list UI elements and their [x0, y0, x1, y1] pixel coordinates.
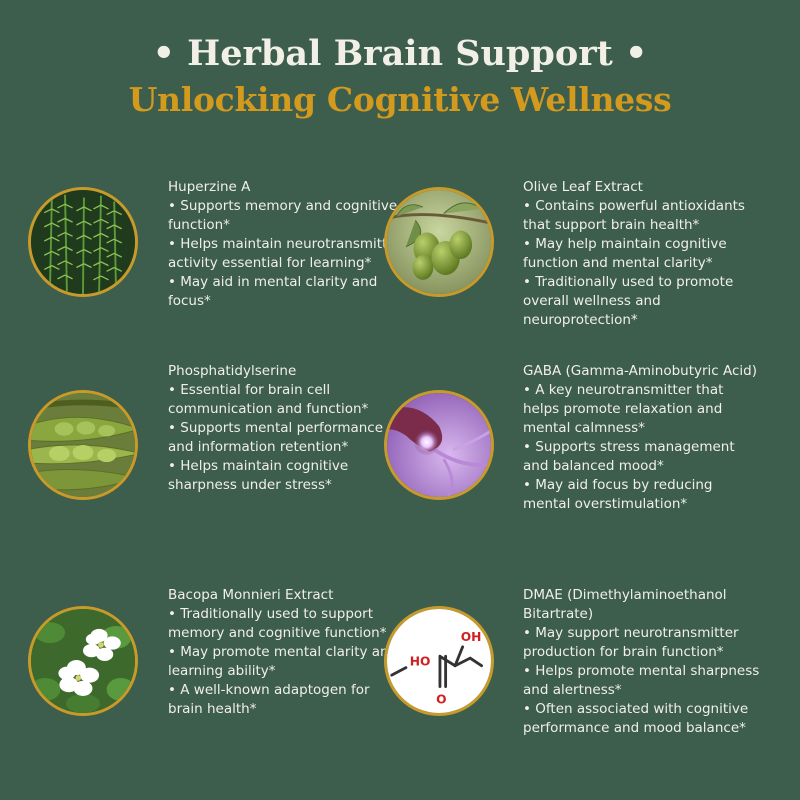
neuron-icon	[384, 390, 494, 500]
page-subtitle: Unlocking Cognitive Wellness	[128, 80, 672, 119]
ingredient-name: Phosphatidylserine	[168, 363, 297, 379]
ingredient-benefit: • Contains powerful antioxidants that su…	[523, 198, 745, 233]
ingredient-benefit: • May help maintain cognitive function a…	[523, 236, 727, 271]
ingredient-text: DMAE (Dimethylaminoethanol Bitartrate) •…	[523, 586, 763, 738]
molecule-label-o: O	[436, 693, 446, 707]
ingredient-benefit: • A key neurotransmitter that helps prom…	[523, 382, 724, 436]
ingredient-benefit: • Traditionally used to support memory a…	[168, 606, 387, 641]
bacopa-flower-icon	[28, 606, 138, 716]
ingredient-benefit: • Supports stress management and balance…	[523, 439, 735, 474]
ingredient-benefit: • Helps maintain neurotransmitter activi…	[168, 236, 402, 271]
ingredient-name: Huperzine A	[168, 179, 251, 195]
ingredient-benefit: • Helps maintain cognitive sharpness und…	[168, 458, 349, 493]
ingredient-benefit: • Supports memory and cognitive function…	[168, 198, 398, 233]
ingredient-text: Olive Leaf Extract • Contains powerful a…	[523, 178, 763, 330]
ingredient-text: Huperzine A • Supports memory and cognit…	[168, 178, 408, 311]
ingredient-benefit: • Supports mental performance and inform…	[168, 420, 384, 455]
soybean-pod-icon	[28, 390, 138, 500]
ingredient-text: Bacopa Monnieri Extract • Traditionally …	[168, 586, 408, 719]
ingredient-name: DMAE (Dimethylaminoethanol Bitartrate)	[523, 587, 727, 622]
ingredient-benefit: • Often associated with cognitive perfor…	[523, 701, 749, 736]
molecule-structure-icon: OH HO O	[384, 606, 494, 716]
olive-icon	[384, 187, 494, 297]
ingredient-benefit: • Essential for brain cell communication…	[168, 382, 369, 417]
ingredient-benefit: • A well-known adaptogen for brain healt…	[168, 682, 370, 717]
ingredient-name: Bacopa Monnieri Extract	[168, 587, 334, 603]
ingredient-name: GABA (Gamma-Aminobutyric Acid)	[523, 363, 758, 379]
ingredient-benefit: • May aid focus by reducing mental overs…	[523, 477, 713, 512]
page-title: • Herbal Brain Support •	[152, 33, 648, 74]
ingredient-benefit: • May promote mental clarity and learnin…	[168, 644, 398, 679]
ingredient-text: Phosphatidylserine • Essential for brain…	[168, 362, 408, 495]
ingredient-name: Olive Leaf Extract	[523, 179, 643, 195]
ingredient-benefit: • May aid in mental clarity and focus*	[168, 274, 378, 309]
huperzine-plant-icon	[28, 187, 138, 297]
molecule-label-oh: OH	[461, 630, 482, 644]
ingredient-benefit: • Helps promote mental sharpness and ale…	[523, 663, 760, 698]
molecule-label-ho: HO	[410, 655, 431, 669]
ingredient-benefit: • Traditionally used to promote overall …	[523, 274, 734, 328]
ingredient-benefit: • May support neurotransmitter productio…	[523, 625, 739, 660]
ingredient-text: GABA (Gamma-Aminobutyric Acid) • A key n…	[523, 362, 763, 514]
